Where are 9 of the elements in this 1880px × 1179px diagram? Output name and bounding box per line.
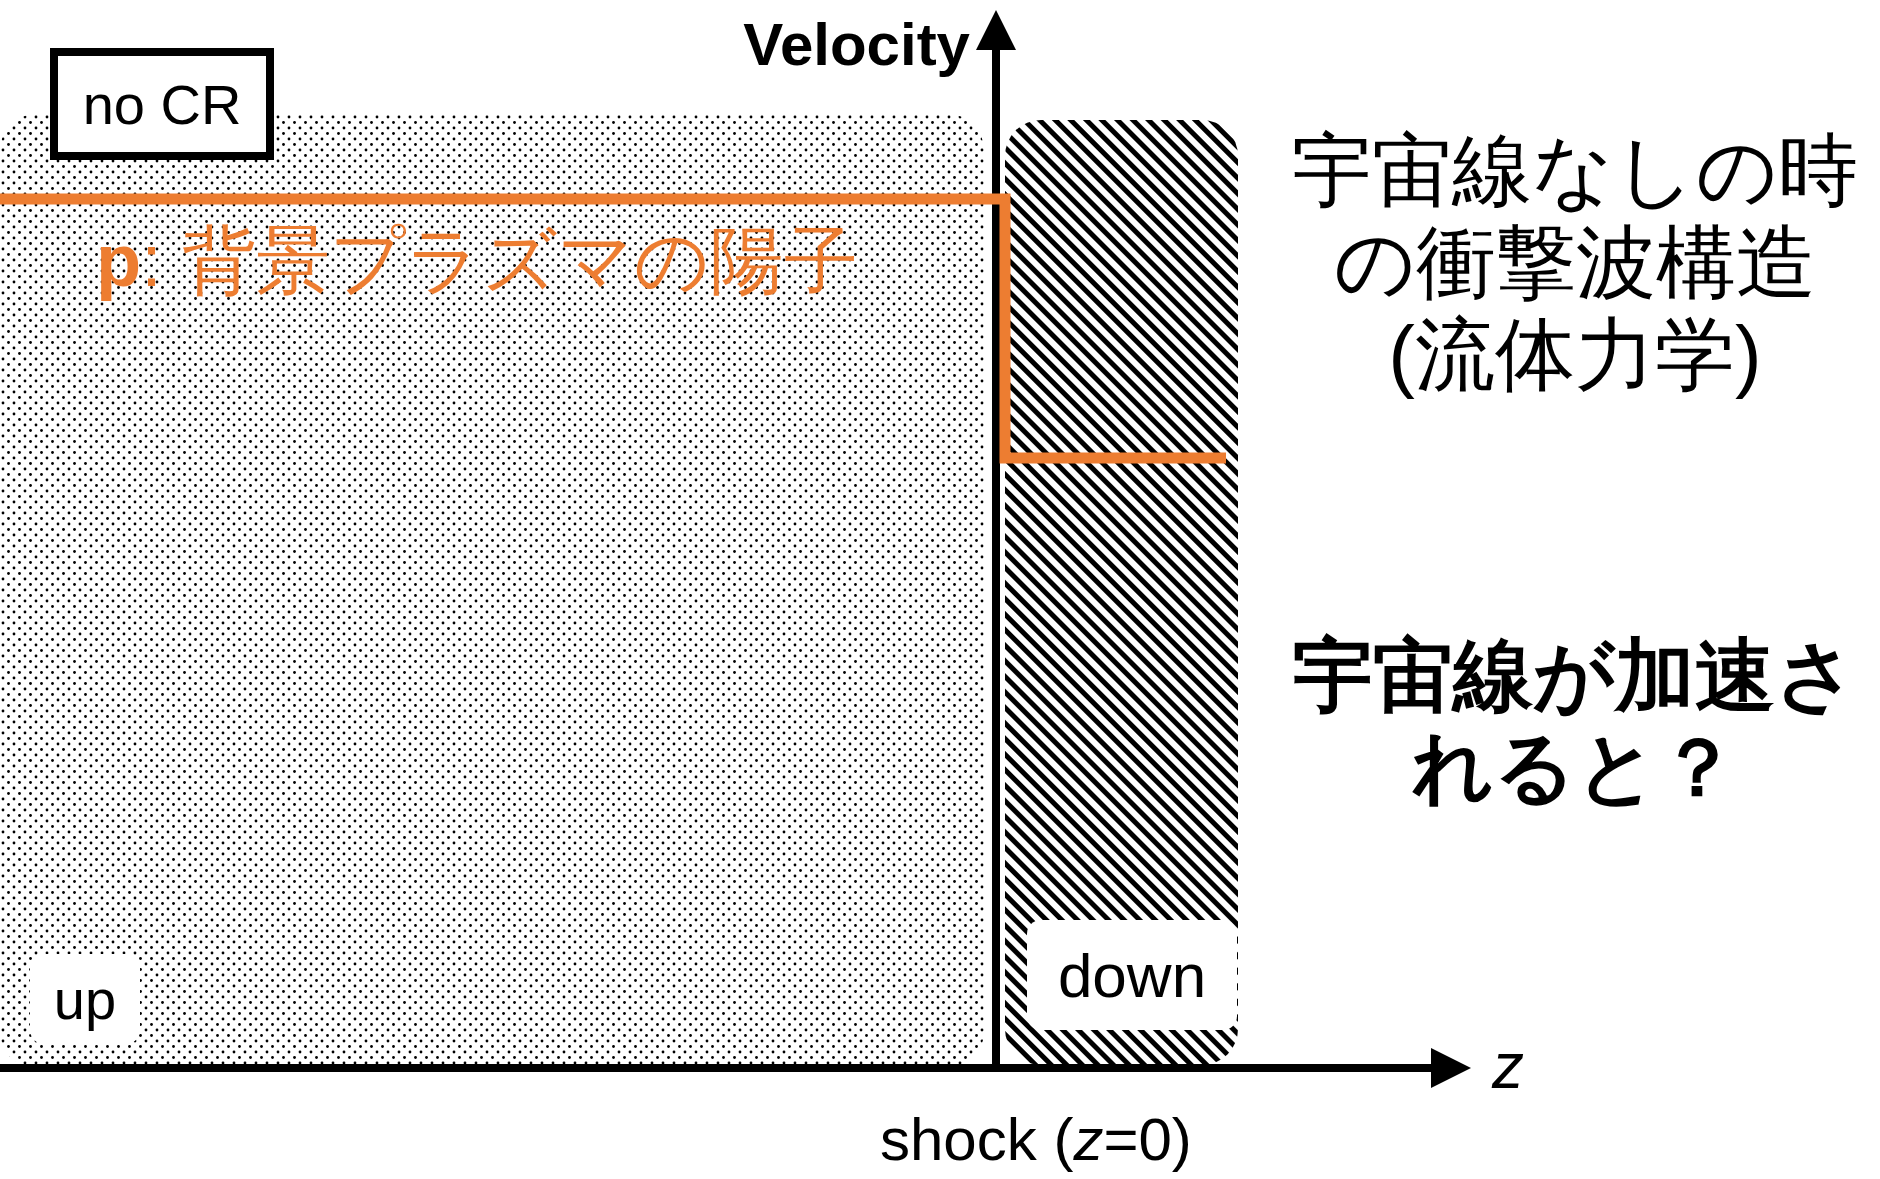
axis-label: z <box>1492 1030 1525 1104</box>
region-label: down <box>1027 920 1237 1030</box>
question-text: 宇宙線が加速されると？ <box>1292 630 1858 814</box>
region-label: up <box>30 954 140 1044</box>
axis-label: shock (z=0) <box>880 1105 1193 1174</box>
curve-label: p: 背景プラズマの陽子 <box>96 218 860 304</box>
axis-label: Velocity <box>742 10 970 79</box>
label-box: no CR <box>50 48 274 160</box>
description-text: 宇宙線なしの時の衝撃波構造(流体力学) <box>1291 125 1859 401</box>
